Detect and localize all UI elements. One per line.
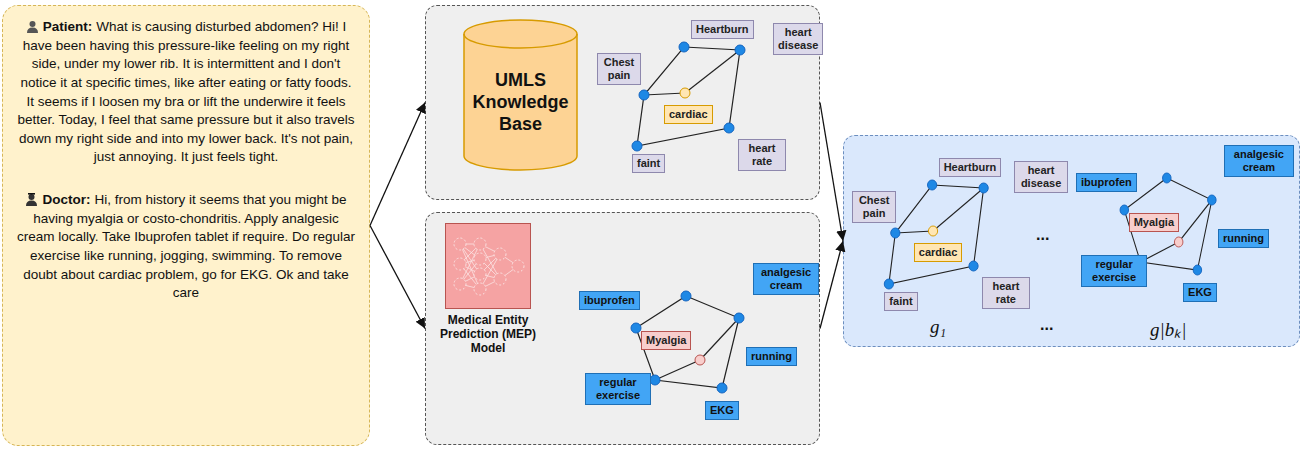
entity-text: running xyxy=(1223,232,1264,244)
entity-text: faint xyxy=(637,157,660,169)
entity-label: Myalgia xyxy=(641,331,691,350)
graph-copy xyxy=(884,180,988,289)
entity-text: analgesic cream xyxy=(761,266,811,291)
entity-label: heart disease xyxy=(773,23,823,55)
entity-text: regular exercise xyxy=(1092,258,1136,283)
entity-label: Myalgia xyxy=(1129,213,1179,232)
entity-label: analgesic cream xyxy=(753,263,819,295)
entity-label: cardiac xyxy=(664,105,713,124)
entity-label: EKG xyxy=(1183,283,1217,302)
entity-label: analgesic cream xyxy=(1224,145,1294,177)
entity-text: heart rate xyxy=(992,280,1019,305)
entity-label: EKG xyxy=(705,401,739,420)
dialogue-turn: Doctor:Hi, from history it seems that yo… xyxy=(17,191,355,303)
flow-arrow xyxy=(820,241,843,329)
database-cylinder: UMLS Knowledge Base xyxy=(463,19,578,171)
entity-graph xyxy=(631,291,744,393)
graph-name: g₁ xyxy=(930,316,946,338)
entity-text: Heartburn xyxy=(944,161,997,173)
entity-text: Chest pain xyxy=(604,56,635,81)
entity-text: analgesic cream xyxy=(1234,148,1284,173)
flow-arrow xyxy=(820,103,843,242)
entity-label: ibuprofen xyxy=(1076,173,1137,192)
entity-text: Heartburn xyxy=(696,23,749,35)
graph-set-panel: Heartburn heart diseaseChest pain cardiac f… xyxy=(843,135,1300,347)
neural-net xyxy=(446,224,530,308)
entity-label: heart disease xyxy=(1014,161,1068,193)
entity-text: heart disease xyxy=(1021,164,1061,189)
entity-text: EKG xyxy=(710,404,734,416)
model-block: Medical Entity Prediction (MEP) Model xyxy=(433,223,543,355)
entity-label: Chest pain xyxy=(852,191,896,223)
speaker-name: Patient: xyxy=(43,19,93,34)
entity-text: faint xyxy=(889,295,912,307)
flow-arrow xyxy=(370,226,425,329)
entity-label: regular exercise xyxy=(585,373,651,405)
entity-label: Heartburn xyxy=(691,20,754,39)
graph-name: g|bₖ| xyxy=(1150,316,1186,342)
speaker-name: Doctor: xyxy=(42,192,90,207)
entity-text: ibuprofen xyxy=(584,294,635,306)
entity-text: Myalgia xyxy=(1134,216,1174,228)
database-name: UMLS Knowledge Base xyxy=(469,69,572,135)
entity-text: cardiac xyxy=(919,246,958,258)
entity-text: ibuprofen xyxy=(1081,176,1132,188)
entity-label: faint xyxy=(884,292,917,311)
entity-text: heart disease xyxy=(778,26,818,51)
utterance-text: What is causing disturbed abdomen? Hi! I… xyxy=(17,19,354,164)
flow-arrow xyxy=(370,103,425,226)
entity-text: running xyxy=(751,350,792,362)
model-name: Medical Entity Prediction (MEP) Model xyxy=(433,313,543,355)
entity-label: regular exercise xyxy=(1081,255,1147,287)
doctor-icon xyxy=(25,193,38,206)
entity-label: ibuprofen xyxy=(579,291,640,310)
entity-text: regular exercise xyxy=(596,376,640,401)
utterance-text: Hi, from history it seems that you might… xyxy=(17,192,355,300)
source-panel: UMLS Knowledge Base Heartburn heart diseas… xyxy=(425,5,820,200)
knowledge-graph xyxy=(632,42,745,151)
entity-text: Myalgia xyxy=(646,334,686,346)
ellipsis: ... xyxy=(1036,226,1049,244)
dialogue-turn: Patient:What is causing disturbed abdome… xyxy=(17,18,355,167)
entity-label: faint xyxy=(632,154,665,173)
source-panel: Medical Entity Prediction (MEP) Model ana… xyxy=(425,212,820,445)
dialogue-box: Patient:What is causing disturbed abdome… xyxy=(2,5,370,446)
model-square xyxy=(445,223,531,309)
entity-label: heart rate xyxy=(982,277,1030,309)
entity-label: running xyxy=(746,347,797,366)
entity-text: cardiac xyxy=(669,108,708,120)
entity-text: Chest pain xyxy=(859,194,890,219)
entity-text: EKG xyxy=(1188,286,1212,298)
entity-label: heart rate xyxy=(738,139,786,171)
graph-copy xyxy=(1120,173,1216,275)
ellipsis: ... xyxy=(1040,316,1053,334)
entity-text: heart rate xyxy=(749,142,776,167)
entity-label: running xyxy=(1218,229,1269,248)
entity-label: Chest pain xyxy=(597,53,641,85)
entity-label: Heartburn xyxy=(939,158,1002,177)
entity-label: cardiac xyxy=(914,243,963,262)
patient-icon xyxy=(26,20,39,33)
